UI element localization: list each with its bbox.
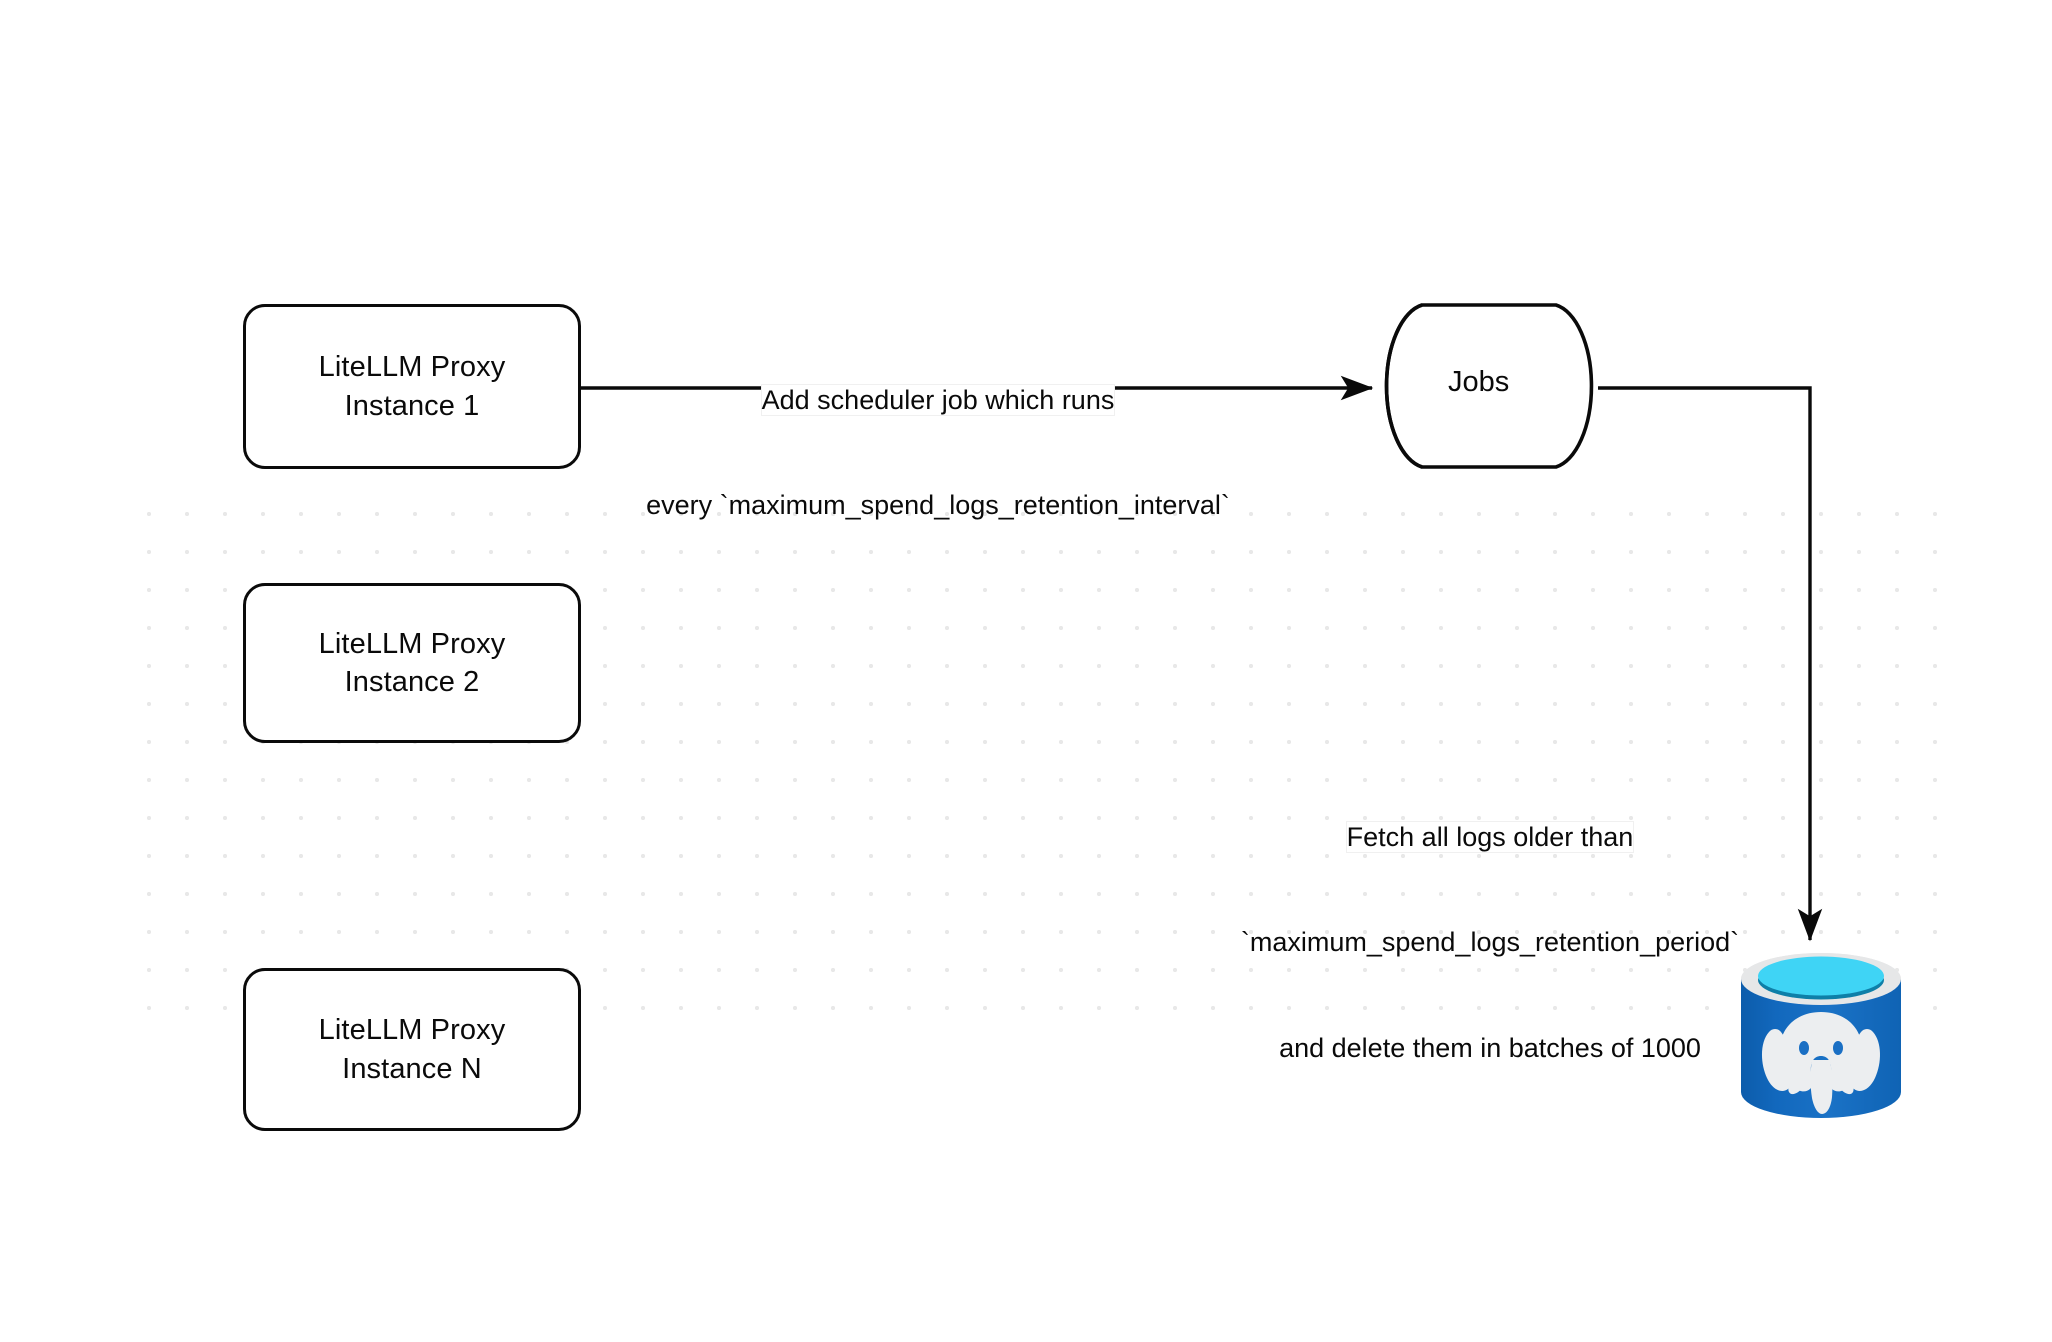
elephant-glyph	[1761, 1012, 1881, 1114]
postgresql-elephant-icon	[1741, 953, 1901, 1118]
node-label: LiteLLM Proxy Instance 2	[318, 627, 506, 698]
edge-label-line-1: Add scheduler job which runs	[761, 385, 1115, 416]
edge-label-add-scheduler-job: Add scheduler job which runs every `maxi…	[598, 313, 1278, 594]
elephant-eyes	[1799, 1041, 1843, 1055]
node-litellm-proxy-instance-1[interactable]: LiteLLM Proxy Instance 1	[243, 304, 581, 469]
node-litellm-proxy-instance-2[interactable]: LiteLLM Proxy Instance 2	[243, 583, 581, 743]
node-label: LiteLLM Proxy Instance 1	[318, 351, 506, 422]
edge-jobs-to-postgres	[1598, 386, 1823, 942]
node-litellm-proxy-instance-n[interactable]: LiteLLM Proxy Instance N	[243, 968, 581, 1131]
edge-label-line-2: every `maximum_spend_logs_retention_inte…	[646, 490, 1230, 521]
node-label: LiteLLM Proxy Instance N	[318, 1014, 506, 1085]
edge-label-line-2: `maximum_spend_logs_retention_period`	[1240, 927, 1740, 958]
node-jobs-label: Jobs	[1448, 366, 1510, 398]
jobs-cylinder-shape	[1384, 303, 1594, 469]
edge-line	[1598, 386, 1823, 942]
edge-label-line-1: Fetch all logs older than	[1346, 822, 1634, 853]
edge-label-fetch-old-logs: Fetch all logs older than `maximum_spend…	[1190, 750, 1790, 1136]
jobs-cylinder-cap	[1384, 303, 1423, 469]
edge-label-line-3: and delete them in batches of 1000	[1279, 1032, 1701, 1063]
db-top-surface	[1758, 956, 1884, 996]
